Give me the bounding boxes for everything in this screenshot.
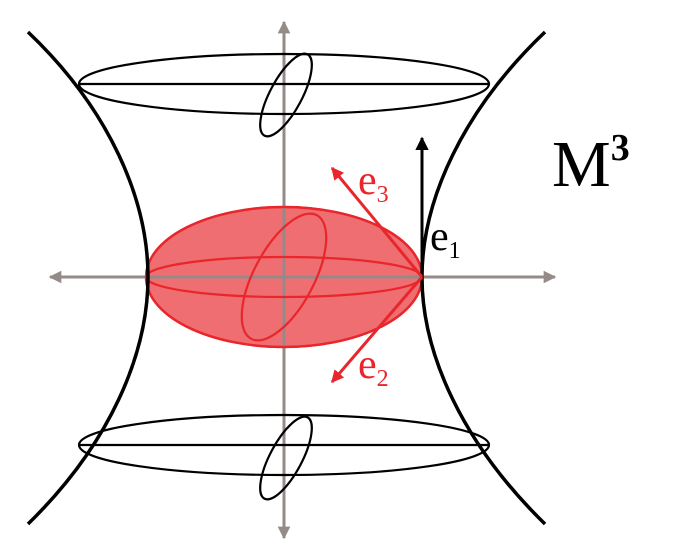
manifold-label-exponent: 3 xyxy=(611,127,630,169)
e3-label-subscript: 3 xyxy=(377,182,389,208)
e1-label-base: e xyxy=(430,214,449,260)
ellipsoid-tilted-ring xyxy=(240,212,328,342)
e3-label-base: e xyxy=(358,158,377,204)
bottom-cross-section xyxy=(77,413,491,501)
e1-label: e1 xyxy=(430,214,461,264)
manifold-label-base: M xyxy=(552,128,611,201)
left-profile-curve xyxy=(26,30,150,526)
vector-labels: e3 e1 e2 M3 xyxy=(358,127,630,392)
e3-vector xyxy=(330,167,424,278)
e2-label-subscript: 2 xyxy=(377,366,389,392)
bottom-tilted-ring xyxy=(259,415,313,501)
top-tilted-ring xyxy=(259,52,313,138)
coordinate-axes xyxy=(48,20,557,540)
e2-label-base: e xyxy=(358,342,377,388)
e1-label-subscript: 1 xyxy=(449,238,461,264)
basis-vectors xyxy=(330,136,429,383)
manifold-label: M3 xyxy=(552,127,630,201)
e2-vector xyxy=(330,276,424,383)
e3-label: e3 xyxy=(358,158,389,208)
top-cross-section xyxy=(77,52,491,138)
e2-label: e2 xyxy=(358,342,389,392)
